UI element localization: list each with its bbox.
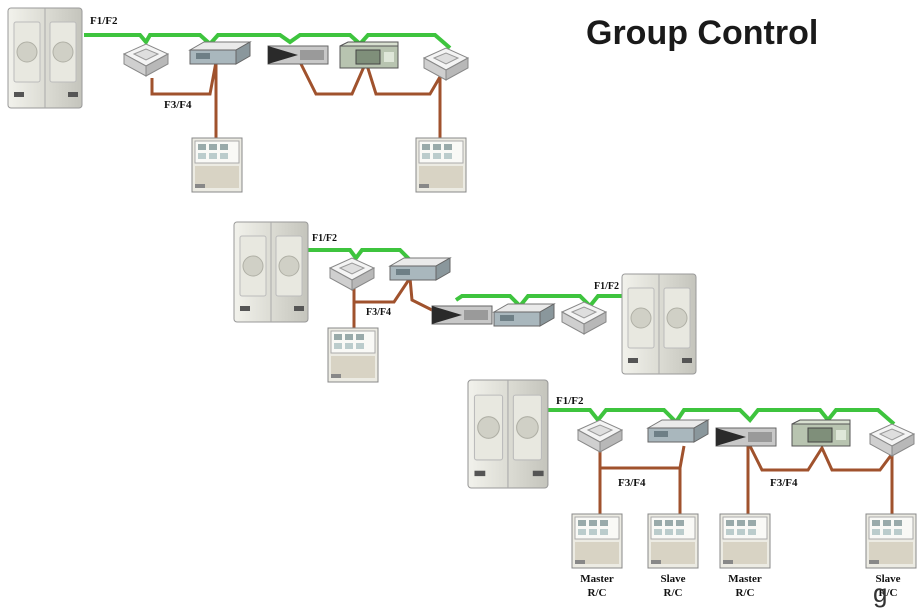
f3f4-label-3b: F3/F4 [770, 477, 798, 489]
f1f2-wire-2a [300, 248, 414, 264]
f1f2-label-2a: F1/F2 [312, 233, 337, 244]
remote-controller-master-1 [571, 513, 623, 569]
f3f4-label-1: F3/F4 [164, 99, 192, 111]
cassette-unit-3a [577, 419, 623, 453]
slave-rc-label-1-top: Slave [660, 573, 685, 585]
slave-rc-label-2-top: Slave [875, 573, 900, 585]
ceiling-unit-1a [267, 45, 329, 65]
system-3: F1/F2 F3/F4 F3/F4 Master R/C Slave R/C M… [467, 379, 917, 599]
cassette-unit-3b [869, 423, 915, 457]
f1f2-wire-3 [548, 408, 896, 426]
remote-controller-slave-2 [865, 513, 917, 569]
remote-controller-2 [327, 327, 379, 383]
outdoor-unit-4 [467, 379, 549, 489]
outdoor-unit-3 [621, 273, 697, 375]
f1f2-label-2b: F1/F2 [594, 281, 619, 292]
box-unit-1a [339, 41, 399, 69]
duct-unit-1a [189, 41, 251, 65]
system-2: F1/F2 F3/F4 F1/F2 [233, 221, 697, 383]
page-title: Group Control [586, 14, 819, 52]
master-rc-label-1-top: Master [580, 573, 614, 585]
cassette-unit-1b [423, 47, 469, 81]
slave-rc-label-1-bottom: R/C [664, 587, 683, 599]
outdoor-unit-2 [233, 221, 309, 323]
slave-rc-label-2-bottom: R/C [879, 587, 898, 599]
f3f4-label-2: F3/F4 [366, 307, 391, 318]
duct-unit-3a [647, 419, 709, 443]
outdoor-unit-1 [7, 7, 83, 109]
corner-mark: g [873, 578, 888, 608]
box-unit-2a [493, 303, 555, 327]
f3f4-label-3a: F3/F4 [618, 477, 646, 489]
remote-controller-master-2 [719, 513, 771, 569]
f1f2-label-3: F1/F2 [556, 395, 584, 407]
remote-controller-slave-1 [647, 513, 699, 569]
master-rc-label-2-bottom: R/C [736, 587, 755, 599]
f1f2-label-1: F1/F2 [90, 15, 118, 27]
system-1: F1/F2 F3/F4 [7, 7, 469, 193]
f3f4-wire-1a [150, 61, 218, 96]
ceiling-unit-3a [715, 427, 777, 447]
remote-controller-1b [415, 137, 467, 193]
cassette-unit-2b [561, 301, 607, 335]
f1f2-wire-2b [454, 294, 624, 309]
master-rc-label-2-top: Master [728, 573, 762, 585]
f1f2-wire-1 [84, 33, 452, 50]
f3f4-wire-3b [748, 444, 894, 472]
cassette-unit-2a [329, 257, 375, 291]
box-unit-3a [791, 419, 851, 447]
ceiling-unit-2a [431, 305, 493, 325]
f3f4-wire-3a [598, 445, 686, 470]
master-rc-label-1-bottom: R/C [588, 587, 607, 599]
duct-unit-2a [389, 257, 451, 281]
cassette-unit-1a [123, 43, 169, 77]
remote-controller-1a [191, 137, 243, 193]
